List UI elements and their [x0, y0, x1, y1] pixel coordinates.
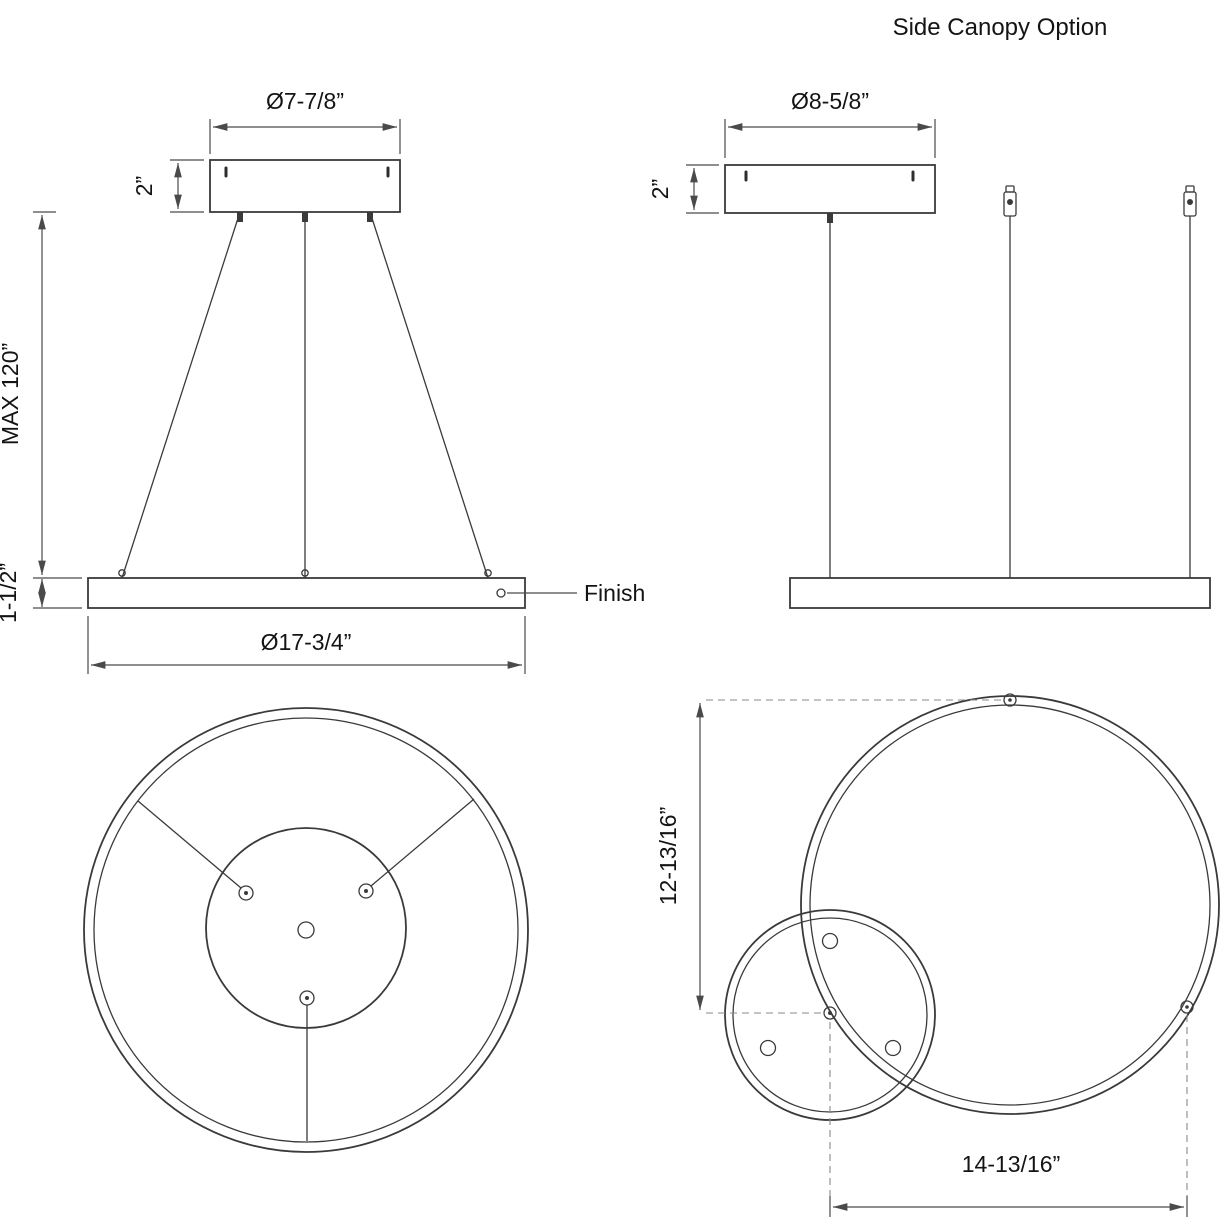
canopy-screw-marks: [744, 170, 915, 182]
extension-ticks: [829, 1196, 1188, 1217]
dim-ring-height: 1-1/2”: [0, 563, 82, 623]
canopy-height-label: 2”: [131, 176, 157, 196]
dim-canopy-diameter: Ø7-7/8”: [209, 88, 401, 154]
canopy-diameter-label: Ø7-7/8”: [266, 88, 344, 114]
extension-lines: [87, 616, 526, 674]
dim-max-drop: MAX 120”: [0, 211, 82, 579]
horizontal-offset-label: 14-13/16”: [962, 1151, 1060, 1177]
mount-hole: [821, 932, 839, 950]
side-canopy-elevation-view: Ø8-5/8” 2”: [647, 88, 1211, 609]
canopy-center-mark: [823, 1006, 837, 1020]
ring-inner-circle: [93, 717, 519, 1143]
dim-vertical-offset: 12-13/16”: [655, 703, 704, 1010]
extension-lines: [209, 119, 401, 154]
side-canopy-diameter-label: Ø8-5/8”: [791, 88, 869, 114]
extension-lines: [170, 159, 204, 213]
cable-fittings-top: [237, 212, 373, 222]
side-canopy-plan-view: 12-13/16” 14-13/16”: [655, 693, 1220, 1217]
reference-dashed-lines: [706, 699, 1188, 1196]
light-ring-bar: [789, 577, 1211, 609]
cable-spokes: [137, 798, 475, 1141]
dim-horizontal-offset: 14-13/16”: [833, 1151, 1184, 1211]
cable-mount-dot: [364, 889, 368, 893]
suspension-cables: [121, 211, 489, 579]
extension-lines: [33, 211, 82, 579]
mount-hole: [759, 1039, 777, 1057]
front-elevation-view: Finish Ø7-7/8” 2” MAX 120” 1-1/2”: [0, 88, 645, 674]
cable-mount: [238, 885, 254, 901]
ring-screw-right: [1180, 1000, 1194, 1014]
ring-screw-top: [1003, 693, 1017, 707]
canopy-center-dot: [828, 1011, 832, 1015]
canopy-screw-marks: [224, 166, 390, 178]
side-canopy-height-label: 2”: [647, 179, 673, 199]
ring-outer-circle: [83, 707, 529, 1153]
gripper-dot: [1007, 199, 1013, 205]
mount-hole: [884, 1039, 902, 1057]
dim-side-canopy-diameter: Ø8-5/8”: [724, 88, 936, 158]
cable-connector: [484, 569, 492, 577]
ring-outer-circle: [800, 695, 1220, 1115]
light-ring-bar: [87, 577, 526, 609]
cable-mount: [358, 883, 374, 899]
canopy-circle: [205, 827, 407, 1029]
front-plan-view: [83, 707, 529, 1153]
cable-connector: [301, 569, 309, 577]
cable-connector: [118, 569, 126, 577]
extension-lines: [686, 164, 719, 214]
dim-canopy-height: 2”: [131, 159, 204, 213]
extension-lines: [724, 119, 936, 158]
ring-screw-right-dot: [1185, 1005, 1189, 1009]
gripper-cap: [1005, 185, 1015, 193]
canopy-rect: [209, 159, 401, 213]
gripper-cap: [1185, 185, 1195, 193]
vertical-offset-label: 12-13/16”: [655, 807, 681, 905]
gripper-dot: [1187, 199, 1193, 205]
standoff-gripper: [1003, 185, 1017, 578]
ring-height-label: 1-1/2”: [0, 563, 21, 623]
dim-side-canopy-height: 2”: [647, 164, 719, 214]
max-drop-label: MAX 120”: [0, 343, 23, 445]
standoff-gripper: [1183, 185, 1197, 578]
ring-diameter-label: Ø17-3/4”: [261, 629, 352, 655]
finish-label: Finish: [584, 580, 645, 606]
cable-mount-dot: [305, 996, 309, 1000]
cable-mount: [299, 990, 315, 1006]
side-canopy-rect: [724, 164, 936, 214]
ring-screw-top-dot: [1008, 698, 1012, 702]
center-hole: [297, 921, 315, 939]
dim-ring-diameter: Ø17-3/4”: [87, 616, 526, 674]
finish-dot: [496, 588, 506, 598]
cable-mount-dot: [244, 891, 248, 895]
side-canopy-option-title: Side Canopy Option: [893, 14, 1108, 41]
cable-fitting-top: [827, 213, 833, 223]
ring-inner-circle: [809, 704, 1211, 1106]
